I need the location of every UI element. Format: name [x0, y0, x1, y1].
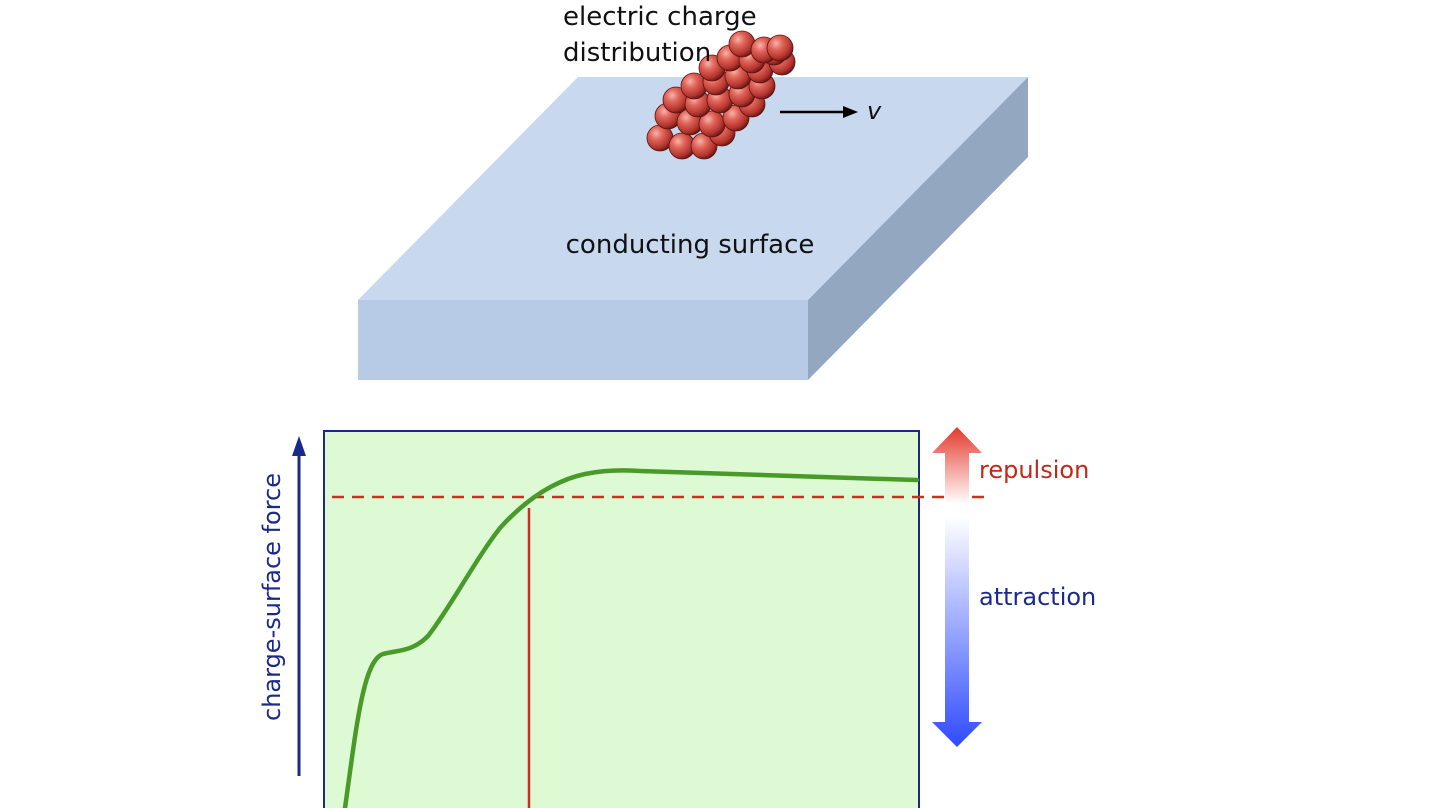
charge-sphere [766, 34, 794, 62]
double-arrow-icon [932, 427, 982, 747]
y-axis-label: charge-surface force [258, 473, 286, 721]
arrow-right-icon [780, 106, 858, 118]
charge-label-line2: distribution [563, 38, 711, 68]
surface-front-face [358, 300, 808, 380]
chart-panel [323, 430, 920, 808]
charge-label-line1: electric charge [563, 2, 757, 32]
surface-label: conducting surface [566, 230, 815, 260]
surface-top-face [358, 77, 1028, 300]
force-curve [342, 468, 920, 808]
surface-side-face [808, 77, 1028, 380]
repulsion-label: repulsion [979, 456, 1089, 484]
velocity-label: v [867, 97, 882, 125]
arrow-up-icon [292, 436, 306, 776]
attraction-label: attraction [979, 583, 1096, 611]
conducting-surface [358, 77, 1028, 380]
charge-distribution [646, 30, 796, 160]
